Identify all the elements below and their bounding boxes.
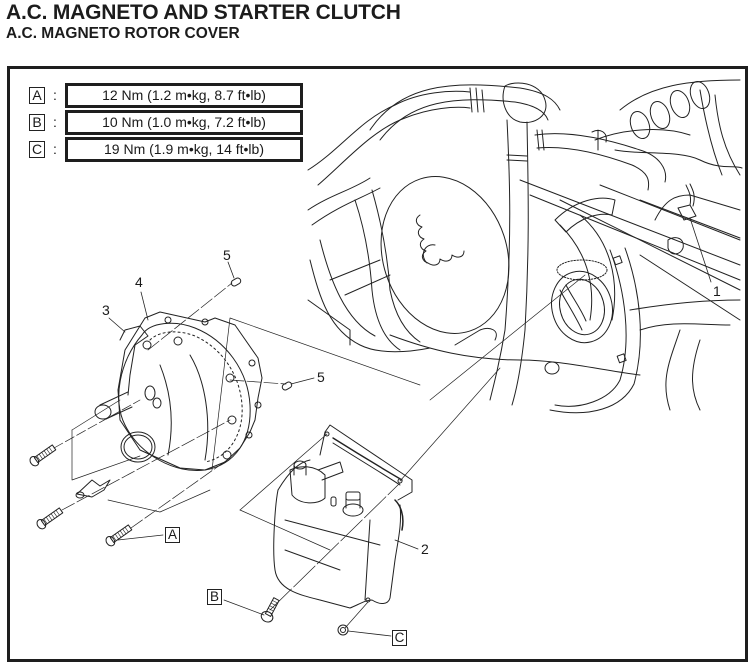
torque-value: 12 Nm (1.2 m•kg, 8.7 ft•lb) (65, 82, 303, 108)
torque-callout-b: B (207, 589, 222, 605)
leader-lines (108, 217, 712, 637)
colon: : (53, 141, 57, 157)
part-callout-5: 5 (223, 247, 231, 263)
bolt-b (260, 597, 280, 623)
torque-callout-a: A (165, 527, 180, 543)
engine-assembly (307, 79, 743, 414)
nut-c (337, 624, 349, 636)
section-subtitle: A.C. MAGNETO ROTOR COVER (6, 25, 240, 42)
cover-bolts (29, 282, 287, 547)
part-callout-5: 5 (317, 369, 325, 385)
part-callout-1: 1 (713, 283, 721, 299)
bolt (29, 444, 57, 467)
bolt (105, 524, 133, 547)
colon: : (53, 87, 57, 103)
dowel-pins (230, 277, 293, 391)
bolt (36, 507, 64, 530)
page-title: A.C. MAGNETO AND STARTER CLUTCH (6, 1, 401, 24)
torque-key: C (29, 140, 45, 158)
colon: : (53, 114, 57, 130)
torque-value: 19 Nm (1.9 m•kg, 14 ft•lb) (65, 136, 303, 162)
diagram-frame: A : 12 Nm (1.2 m•kg, 8.7 ft•lb) B : 10 N… (7, 66, 748, 662)
torque-key: B (29, 113, 45, 131)
part-callout-4: 4 (135, 274, 143, 290)
part-callout-2: 2 (421, 541, 429, 557)
torque-spec-row: B : 10 Nm (1.0 m•kg, 7.2 ft•lb) (29, 109, 303, 135)
torque-spec-row: A : 12 Nm (1.2 m•kg, 8.7 ft•lb) (29, 82, 303, 108)
torque-spec-row: C : 19 Nm (1.9 m•kg, 14 ft•lb) (29, 136, 303, 162)
part-callout-3: 3 (102, 302, 110, 318)
cover-2 (239, 274, 586, 629)
torque-key: A (29, 86, 45, 104)
torque-value: 10 Nm (1.0 m•kg, 7.2 ft•lb) (65, 109, 303, 135)
torque-callout-c: C (392, 630, 407, 646)
rotor-cover (71, 311, 421, 513)
